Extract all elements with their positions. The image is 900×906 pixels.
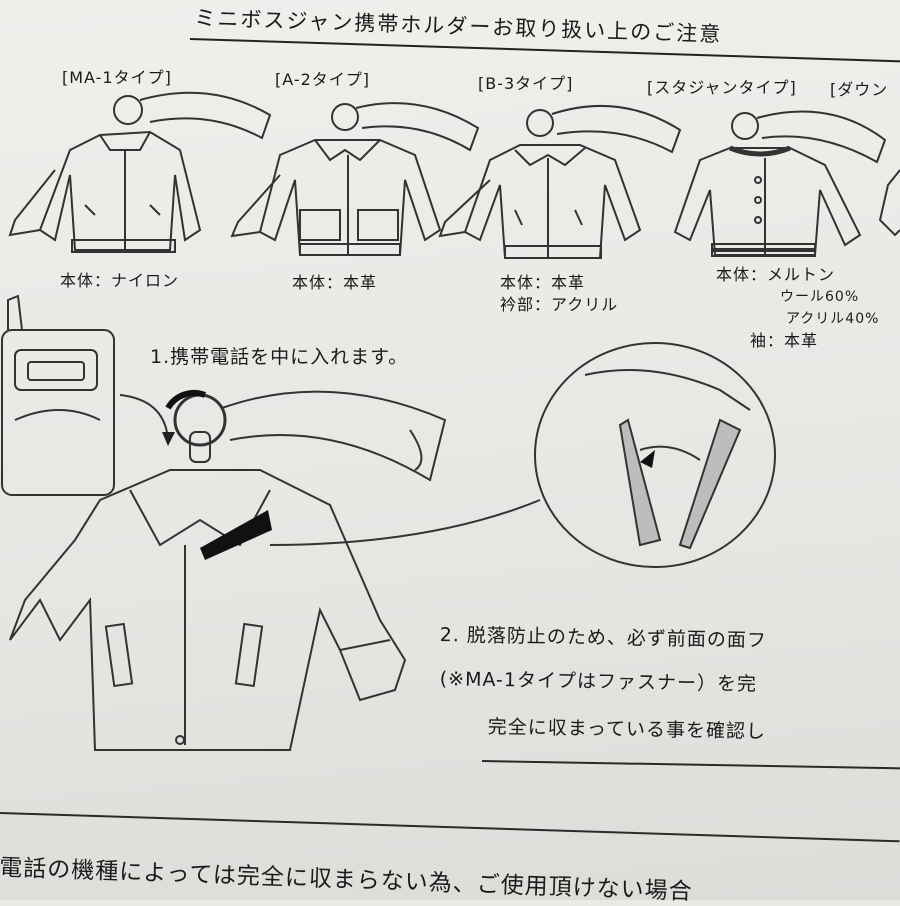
materials-ma1: 本体：ナイロン	[60, 270, 179, 292]
material-line: 袖：本革	[750, 331, 819, 350]
type-label-b3: [B-3タイプ]	[478, 74, 574, 93]
material-line: アクリル40%	[786, 311, 880, 327]
zoom-arrow-icon	[640, 450, 655, 468]
ma1-holder-icon	[113, 91, 272, 140]
pocket-opening-icon	[200, 510, 272, 560]
materials-b3: 本体：本革 衿部：アクリル	[500, 272, 618, 316]
type-label-a2: [A-2タイプ]	[275, 70, 371, 89]
material-line: 本体：本革	[292, 273, 378, 292]
phone-icon	[1, 294, 115, 496]
material-line: 本体：本革	[500, 273, 586, 292]
stadium-jacket-icon	[673, 145, 862, 257]
material-line: 本体：メルトン	[716, 265, 836, 284]
material-line: ウール60%	[780, 289, 860, 305]
material-line: 衿部：アクリル	[500, 295, 619, 314]
large-jacket-icon	[9, 469, 407, 751]
ma1-jacket-icon	[8, 130, 202, 253]
type-label-ma1: [MA-1タイプ]	[62, 68, 172, 87]
type-label-stadium: [スタジャンタイプ]	[647, 78, 797, 97]
a2-jacket-icon	[230, 139, 442, 256]
a2-holder-icon	[331, 102, 480, 152]
materials-a2: 本体：本革	[292, 272, 377, 294]
arrow-head-icon	[162, 432, 175, 446]
type-label-down: [ダウン	[830, 80, 889, 99]
zoom-connector-icon	[269, 499, 541, 546]
large-holder-icon	[173, 390, 447, 482]
stadium-holder-icon	[731, 110, 887, 164]
down-jacket-icon	[878, 169, 900, 237]
b3-holder-icon	[526, 105, 682, 154]
materials-stadium: 本体：メルトン ウール60% アクリル40% 袖：本革	[716, 264, 879, 352]
material-line: 本体：ナイロン	[60, 271, 180, 290]
hook-icon	[165, 389, 207, 410]
b3-jacket-icon	[438, 144, 642, 259]
arrow-icon	[119, 394, 169, 441]
step-1-text: 1.携帯電話を中に入れます。	[150, 346, 409, 368]
zoom-detail-icon	[534, 342, 776, 568]
